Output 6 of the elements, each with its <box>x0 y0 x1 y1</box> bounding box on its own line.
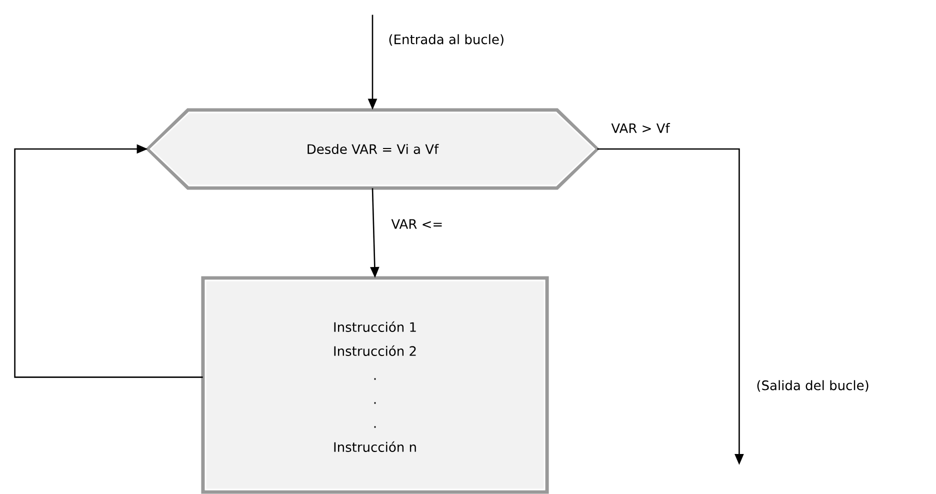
edge-label: (Entrada al bucle) <box>387 33 506 47</box>
note-label: (Salida del bucle) <box>757 380 868 392</box>
arrow <box>14 144 203 378</box>
process-box: Instrucción 1 Instrucción 2 . . . Instrucción n <box>201 276 549 494</box>
edge-label: VAR > Vf <box>610 122 671 134</box>
edge-label: VAR <= <box>390 218 444 230</box>
